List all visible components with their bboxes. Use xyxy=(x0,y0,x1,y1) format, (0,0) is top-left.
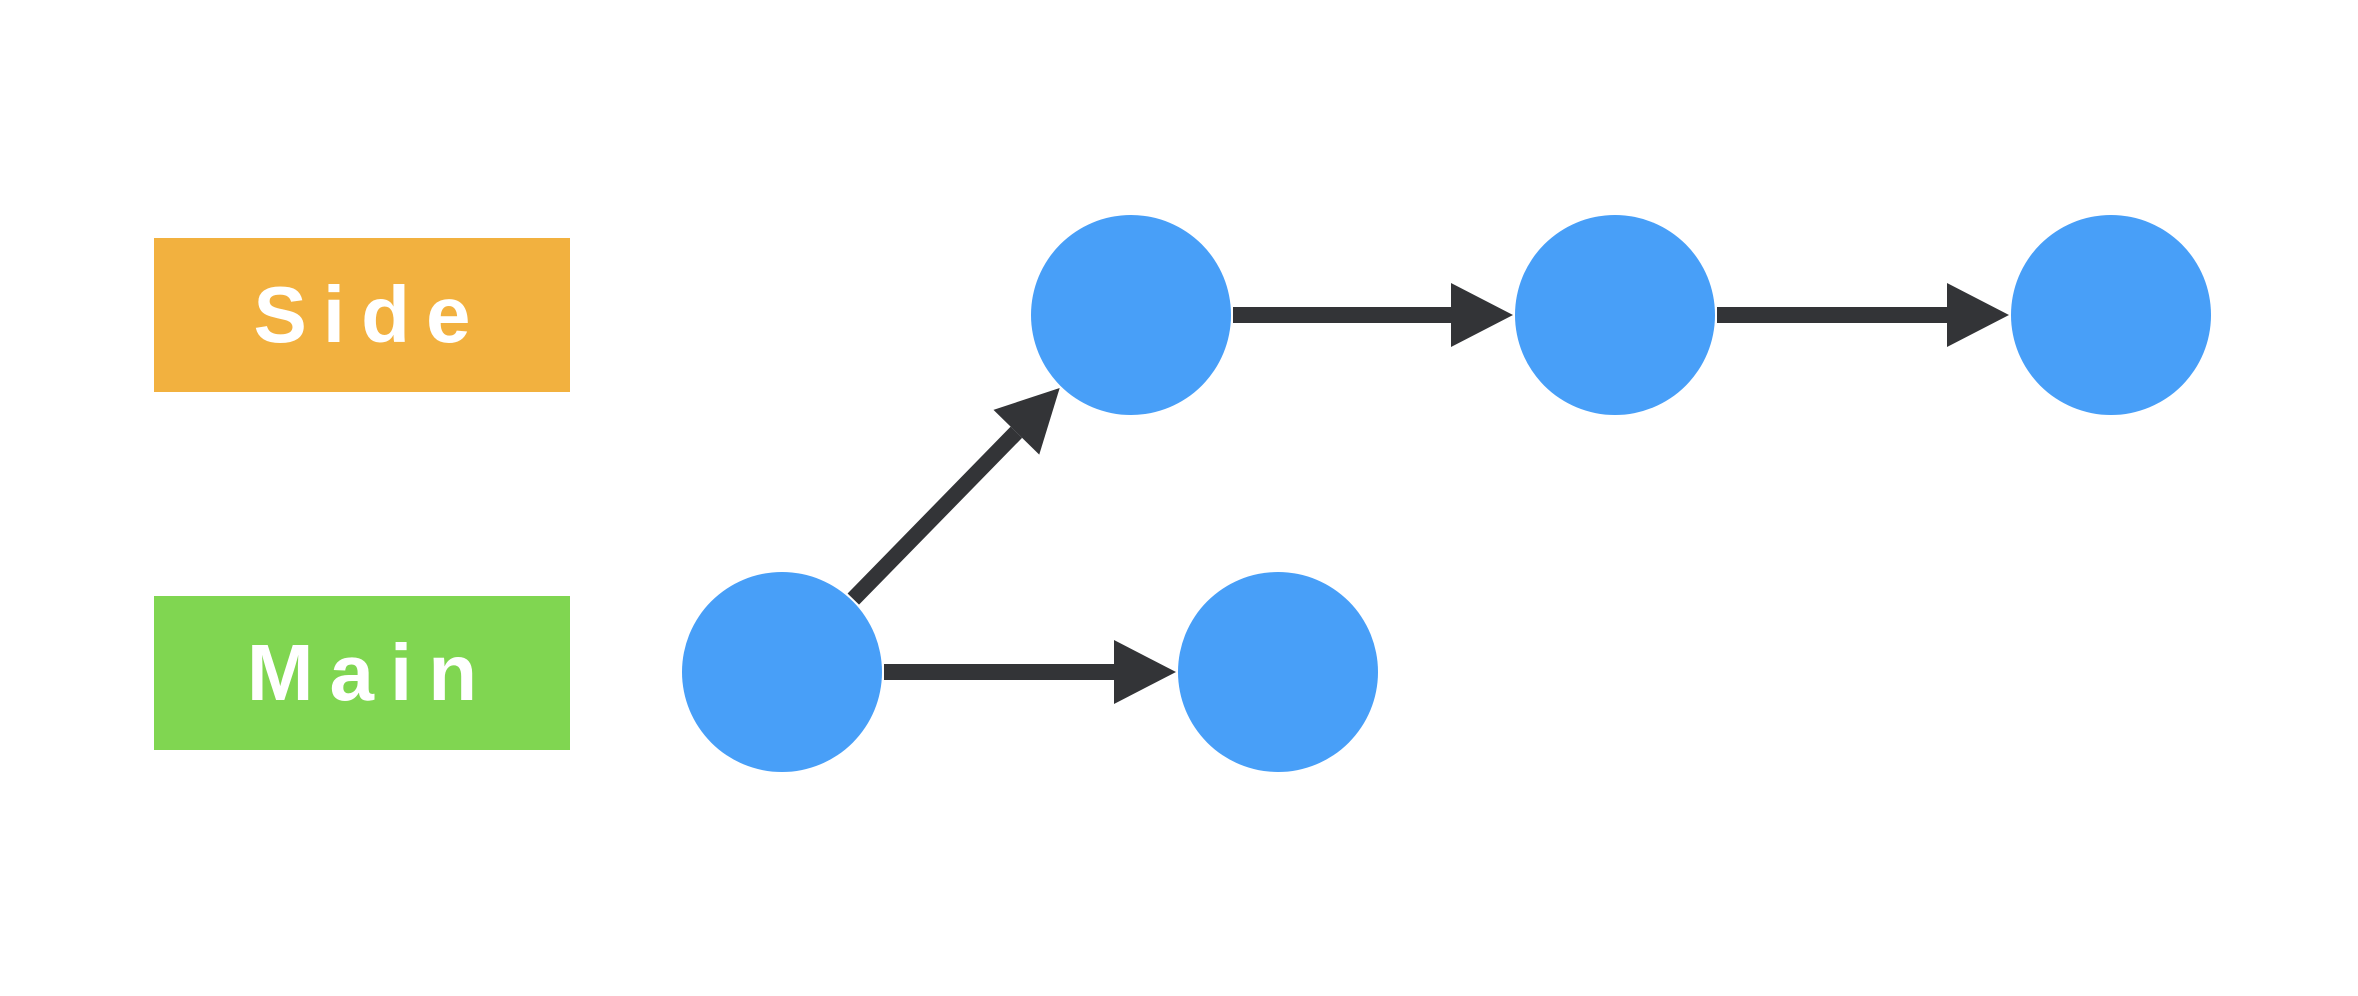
edge-main-1-to-main-2-line xyxy=(884,664,1114,680)
edge-side-2-to-side-3-line xyxy=(1717,307,1947,323)
commits-layer xyxy=(682,215,2211,772)
edge-side-1-to-side-2 xyxy=(1233,283,1513,347)
side-branch-label: Side xyxy=(154,238,570,392)
edge-main-1-to-side-1 xyxy=(847,387,1060,605)
side-branch-label-text: Side xyxy=(253,270,487,359)
commit-node-side-2 xyxy=(1515,215,1715,415)
commit-node-main-2 xyxy=(1178,572,1378,772)
commit-node-main-1 xyxy=(682,572,882,772)
edge-side-1-to-side-2-line xyxy=(1233,307,1451,323)
main-branch-label: Main xyxy=(154,596,570,750)
edges-layer xyxy=(847,283,2009,704)
main-branch-label-text: Main xyxy=(246,628,494,717)
commit-node-side-3 xyxy=(2011,215,2211,415)
edge-main-1-to-main-2 xyxy=(884,640,1176,704)
commit-node-side-1 xyxy=(1031,215,1231,415)
edge-main-1-to-main-2-arrowhead xyxy=(1114,640,1176,704)
edge-side-2-to-side-3 xyxy=(1717,283,2009,347)
edge-side-1-to-side-2-arrowhead xyxy=(1451,283,1513,347)
edge-main-1-to-side-1-arrowhead xyxy=(993,387,1060,455)
edge-main-1-to-side-1-line xyxy=(847,426,1023,605)
edge-side-2-to-side-3-arrowhead xyxy=(1947,283,2009,347)
